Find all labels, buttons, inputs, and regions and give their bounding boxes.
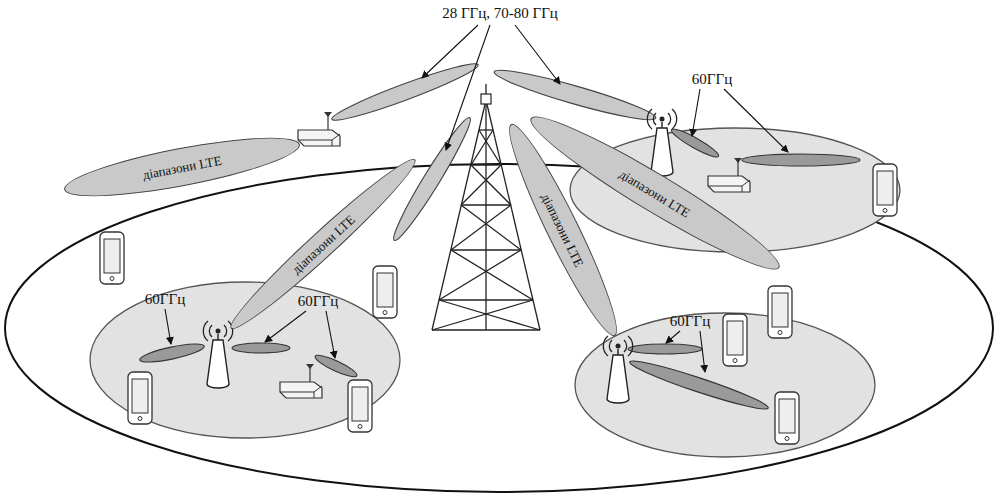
frequency-label: 60ГГц [670, 314, 710, 329]
beam-label: діапазони LTE [142, 153, 223, 181]
band-label: 28 ГГц, 70-80 ГГц [442, 6, 558, 21]
frequency-label: 60ГГц [692, 72, 732, 87]
frequency-label: 60ГГц [145, 292, 185, 307]
frequency-label: 60ГГц [298, 294, 338, 309]
